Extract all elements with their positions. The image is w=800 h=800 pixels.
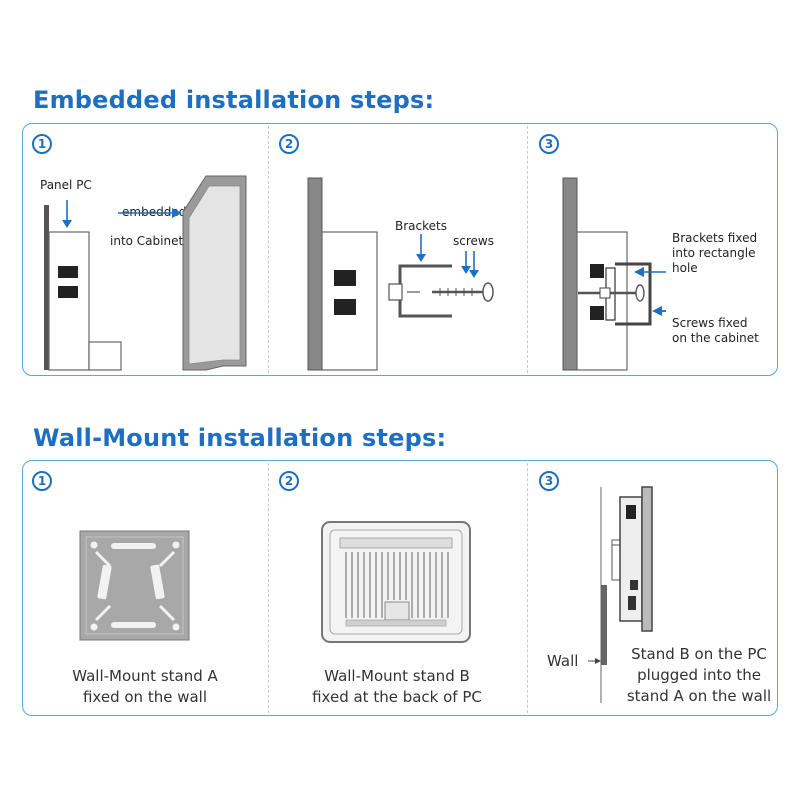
embedded-label-line1: embedded <box>122 205 187 219</box>
divider <box>527 126 529 373</box>
slot-icon <box>158 550 176 568</box>
pc-bezel-side <box>641 486 653 632</box>
stand-a-on-wall <box>601 585 607 665</box>
brackets-fixed-label-line3: hole <box>672 261 698 275</box>
bracket-tab <box>388 283 403 301</box>
screws-fixed-label-line1: Screws fixed <box>672 316 748 330</box>
slot-icon <box>97 564 112 600</box>
caption-line: stand A on the wall <box>626 687 772 705</box>
divider <box>527 463 529 713</box>
embedded-steps-panel <box>22 123 778 376</box>
embedded-section-title: Embedded installation steps: <box>33 86 435 114</box>
arrowhead-icon <box>172 208 182 218</box>
port-icon <box>628 596 636 610</box>
step-number-1: 1 <box>32 134 52 154</box>
arrowhead-icon <box>416 254 426 262</box>
port-icon <box>334 299 356 315</box>
wallmount-section-title: Wall-Mount installation steps: <box>33 424 447 452</box>
port-strip <box>345 619 447 627</box>
caption-line: fixed on the wall <box>82 688 207 706</box>
assembly-caption: Stand B on the PC plugged into the stand… <box>618 644 780 707</box>
slot-icon <box>150 564 165 600</box>
divider <box>268 463 270 713</box>
stand-a-caption: Wall-Mount stand A fixed on the wall <box>40 666 250 708</box>
caption-line: plugged into the <box>637 666 761 684</box>
slot-icon <box>158 604 176 622</box>
screw-head <box>482 282 494 302</box>
arrowhead-icon <box>634 267 644 277</box>
caption-line: fixed at the back of PC <box>312 688 482 706</box>
slot-icon <box>111 622 156 628</box>
arrowhead-icon <box>461 266 471 274</box>
wall-label: Wall <box>547 652 579 670</box>
caption-line: Stand B on the PC <box>631 645 767 663</box>
arrowhead-icon <box>469 270 479 278</box>
screw-nut <box>599 287 611 299</box>
arrowhead-icon <box>62 220 72 228</box>
brackets-fixed-label-line2: into rectangle <box>672 246 756 260</box>
screw-thread <box>439 288 473 296</box>
stand-b-caption: Wall-Mount stand B fixed at the back of … <box>282 666 512 708</box>
caption-line: Wall-Mount stand A <box>72 667 218 685</box>
panel-pc-body <box>48 231 90 371</box>
bracket-shape <box>615 262 652 326</box>
panel-pc-mount <box>88 341 122 371</box>
panel-pc-bezel <box>44 205 49 370</box>
brackets-fixed-label-line1: Brackets fixed <box>672 231 758 245</box>
cabinet-opening <box>188 185 241 365</box>
heat-sink-top <box>339 537 453 549</box>
port-icon <box>626 505 636 519</box>
step-number-3: 3 <box>539 471 559 491</box>
divider <box>268 126 270 373</box>
slot-icon <box>94 604 112 622</box>
stand-a-inner-edge <box>85 536 184 635</box>
arrowhead-icon <box>595 658 601 664</box>
bracket-block <box>590 264 604 278</box>
hole-icon <box>90 541 98 549</box>
screws-fixed-label-line2: on the cabinet <box>672 331 759 345</box>
pc-back-housing <box>321 521 471 643</box>
bracket-block <box>590 306 604 320</box>
port-icon <box>334 270 356 286</box>
port-icon <box>58 286 78 298</box>
pc-back-inner <box>329 529 463 635</box>
stand-a-plate <box>79 530 190 641</box>
step-number-2: 2 <box>279 471 299 491</box>
panel-pc-body <box>576 231 628 371</box>
step-number-2: 2 <box>279 134 299 154</box>
panel-pc-label: Panel PC <box>40 178 92 192</box>
hole-icon <box>172 623 180 631</box>
brackets-label: Brackets <box>395 219 447 233</box>
step-number-1: 1 <box>32 471 52 491</box>
screw-head <box>635 284 645 302</box>
hole-icon <box>172 541 180 549</box>
port-icon <box>630 580 638 590</box>
step-number-3: 3 <box>539 134 559 154</box>
heat-sink-fins <box>345 552 449 618</box>
hole-icon <box>90 623 98 631</box>
arrowhead-icon <box>652 306 662 316</box>
port-icon <box>58 266 78 278</box>
slot-icon <box>94 550 112 568</box>
stand-b-on-pc <box>611 539 621 581</box>
caption-line: Wall-Mount stand B <box>324 667 470 685</box>
screws-label: screws <box>453 234 494 248</box>
embedded-label-line2: into Cabinet <box>110 234 184 248</box>
slot-icon <box>111 543 156 549</box>
